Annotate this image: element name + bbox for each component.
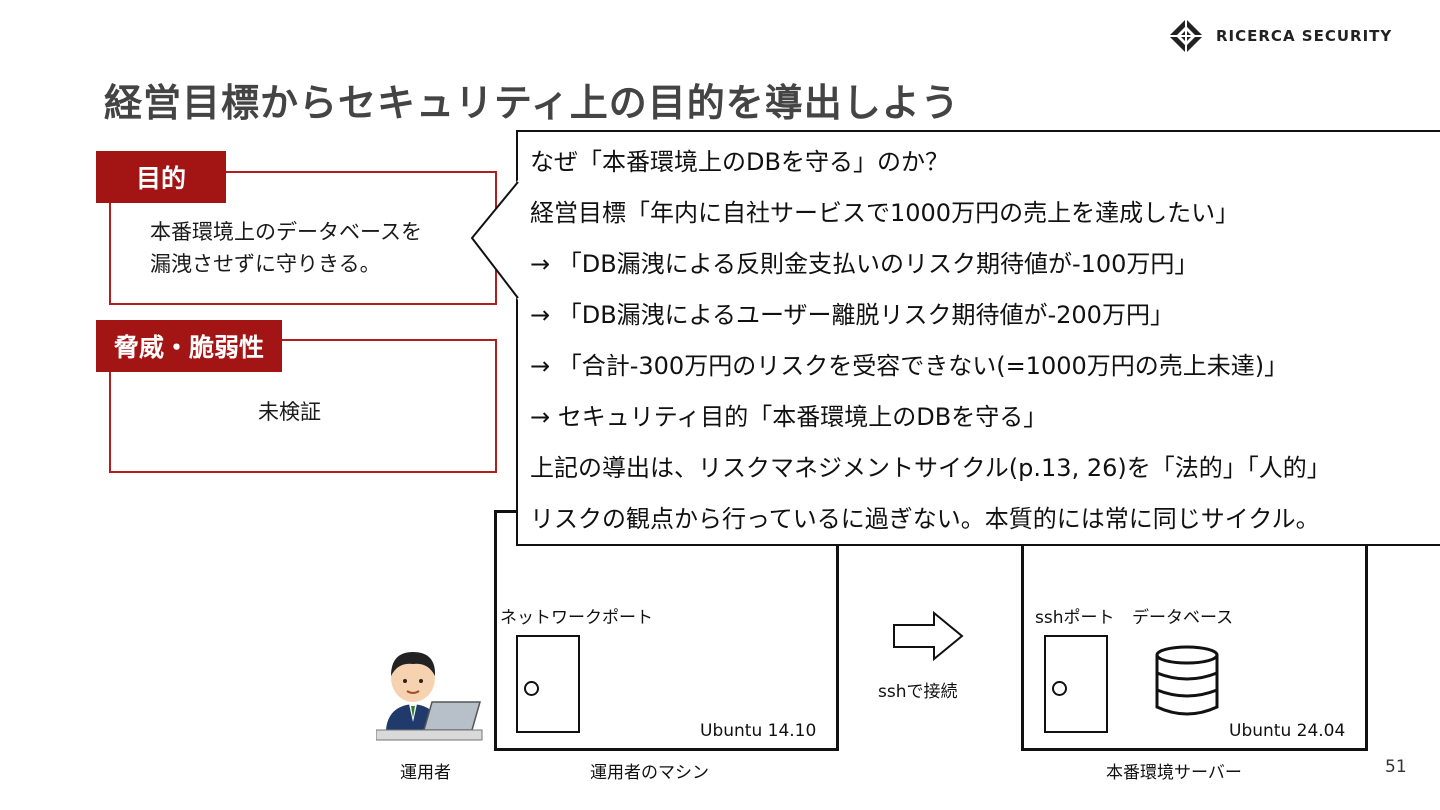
ssh-port-label: sshポート bbox=[1035, 608, 1115, 628]
slide-title: 経営目標からセキュリティ上の目的を導出しよう bbox=[104, 81, 960, 125]
ssh-port-door-icon bbox=[1044, 635, 1108, 733]
page-number: 51 bbox=[1385, 757, 1407, 777]
brand-logo: RICERCA SECURITY bbox=[1168, 16, 1392, 56]
operator-label: 運用者 bbox=[400, 763, 451, 783]
operator-machine-os: Ubuntu 14.10 bbox=[700, 721, 817, 741]
server-os: Ubuntu 24.04 bbox=[1229, 721, 1346, 741]
bubble-line-6: → セキュリティ目的「本番環境上のDBを守る」 bbox=[530, 403, 1048, 431]
purpose-line-1: 本番環境上のデータベースを bbox=[150, 220, 422, 244]
bubble-line-2: 経営目標「年内に自社サービスで1000万円の売上を達成したい」 bbox=[530, 199, 1240, 227]
speech-bubble bbox=[516, 130, 1440, 546]
purpose-line-2: 漏洩させずに守りきる。 bbox=[150, 252, 381, 276]
diamond-logo-icon bbox=[1169, 19, 1203, 53]
bubble-line-5: → 「合計-300万円のリスクを受容できない(=1000万円の売上未達)」 bbox=[530, 352, 1289, 380]
bubble-line-1: なぜ「本番環境上のDBを守る」のか？ bbox=[530, 148, 949, 176]
bubble-line-7: 上記の導出は、リスクマネジメントサイクル(p.13, 26)を「法的」「人的」 bbox=[530, 454, 1331, 482]
network-port-label: ネットワークポート bbox=[500, 608, 653, 628]
bubble-text: なぜ「本番環境上のDBを守る」のか？ 経営目標「年内に自社サービスで1000万円… bbox=[530, 140, 1440, 548]
purpose-card bbox=[109, 171, 497, 305]
operator-machine-caption: 運用者のマシン bbox=[590, 763, 709, 783]
purpose-label-text: 目的 bbox=[135, 164, 186, 193]
bubble-line-8: リスクの観点から行っているに過ぎない。本質的には常に同じサイクル。 bbox=[530, 505, 1320, 533]
ssh-connect-label: sshで接続 bbox=[878, 682, 958, 702]
server-caption: 本番環境サーバー bbox=[1106, 763, 1242, 783]
logo-text: RICERCA SECURITY bbox=[1216, 27, 1393, 45]
door-knob-icon bbox=[1052, 681, 1067, 696]
purpose-label: 目的 bbox=[96, 151, 226, 203]
bubble-line-3: → 「DB漏洩による反則金支払いのリスク期待値が-100万円」 bbox=[530, 250, 1199, 278]
right-arrow-icon bbox=[893, 611, 964, 661]
threat-label-text: 脅威・脆弱性 bbox=[113, 333, 264, 362]
threat-text: 未検証 bbox=[258, 400, 321, 424]
bubble-pointer bbox=[470, 180, 519, 300]
door-knob-icon bbox=[524, 681, 539, 696]
purpose-text: 本番環境上のデータベースを 漏洩させずに守りきる。 bbox=[150, 216, 490, 280]
threat-label: 脅威・脆弱性 bbox=[96, 320, 282, 372]
network-port-door-icon bbox=[516, 635, 580, 733]
operator-illustration bbox=[376, 652, 483, 741]
database-label: データベース bbox=[1132, 608, 1234, 628]
bubble-line-4: → 「DB漏洩によるユーザー離脱リスク期待値が-200万円」 bbox=[530, 301, 1174, 329]
database-icon bbox=[1155, 645, 1219, 716]
